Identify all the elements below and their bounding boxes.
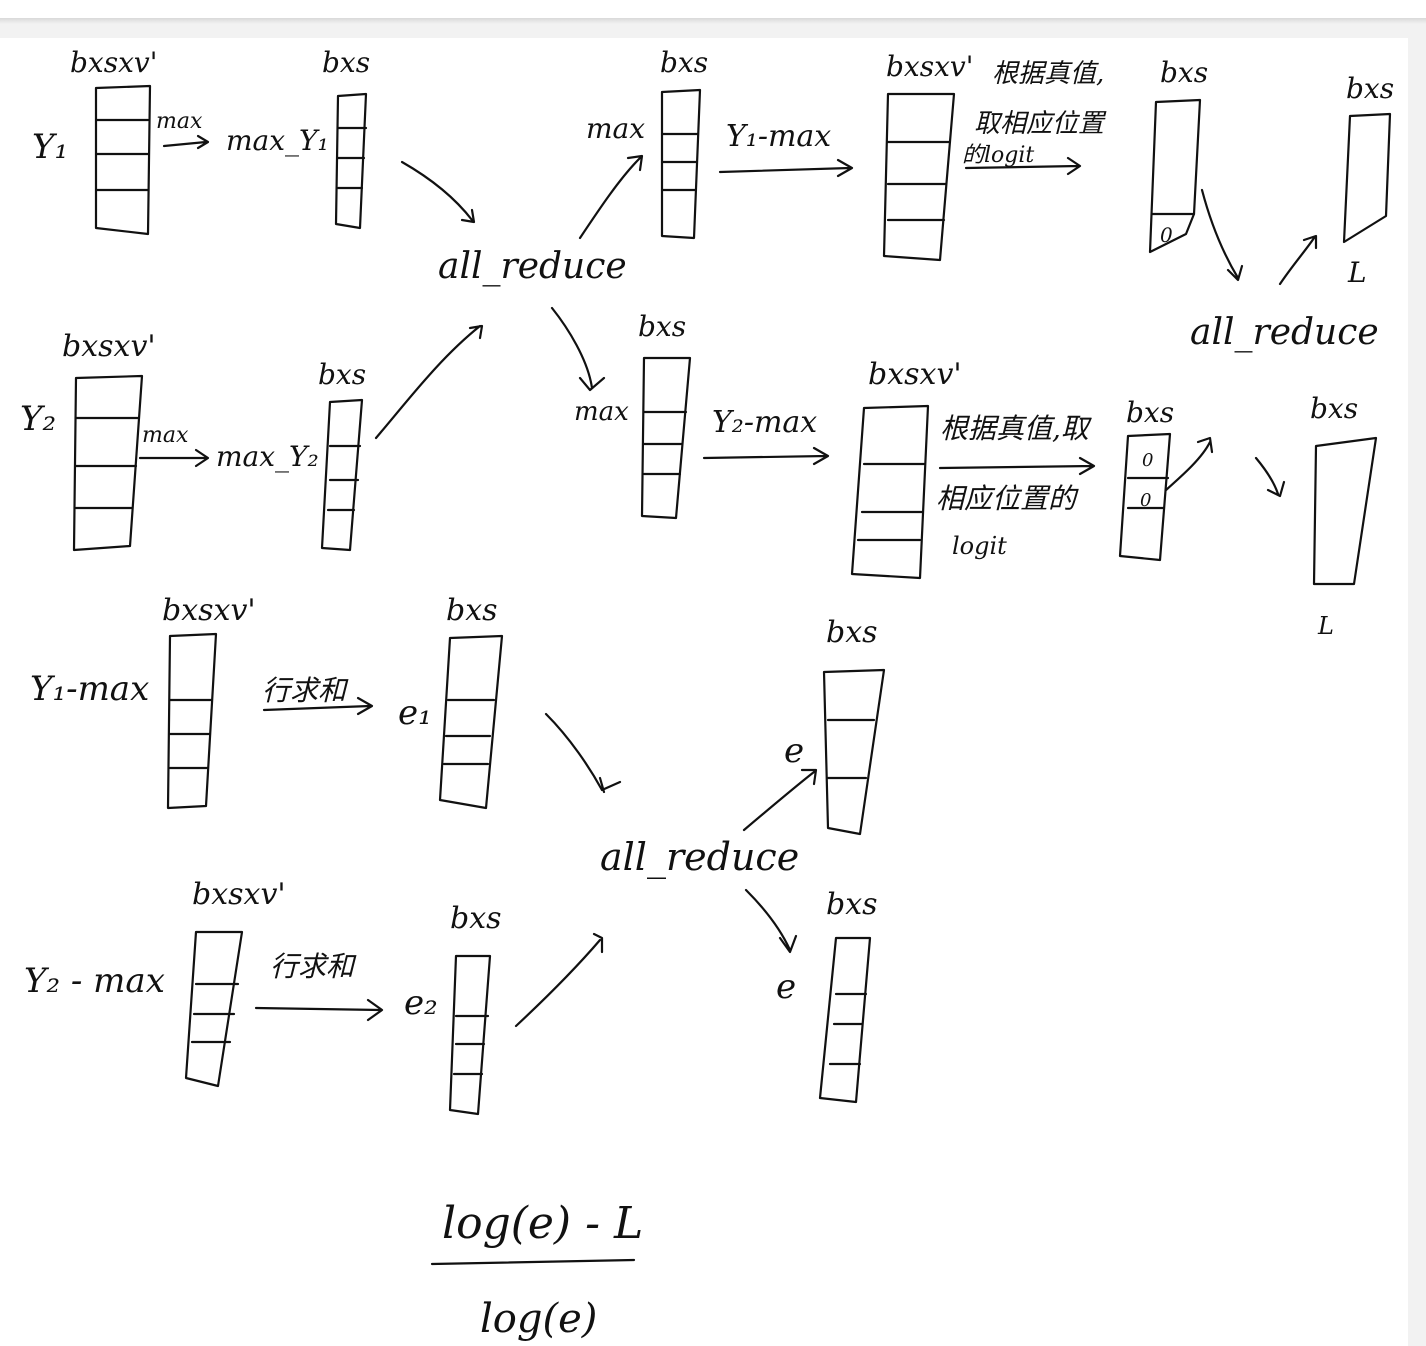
label-e1: e₁ bbox=[398, 693, 432, 733]
label-dim-big-r3: bxsxv' bbox=[162, 593, 256, 628]
arrow-to-allreduce-L2 bbox=[1164, 436, 1214, 492]
label-dim-small-r2b: bxs bbox=[638, 310, 686, 343]
tensor-small-max-y1 bbox=[334, 92, 368, 230]
arrow-from-allreduce-3 bbox=[742, 768, 818, 832]
label-max-op-r2: max bbox=[142, 423, 189, 448]
arrow-to-allreduce-L bbox=[1200, 188, 1244, 282]
formula-numerator: log(e) - L bbox=[442, 1198, 643, 1249]
label-dim-small-r2d: bxs bbox=[1310, 392, 1358, 425]
handwritten-diagram: Y₁ bxsxv' max max_Y₁ bxs all_reduce max … bbox=[20, 46, 1394, 1342]
arrow-from-allreduce-L bbox=[1278, 234, 1318, 286]
arrow-to-allreduce-1 bbox=[400, 160, 476, 224]
label-y2-minus-max-r4: Y₂ - max bbox=[24, 961, 165, 1001]
note-gather-1-line1: 根据真值, bbox=[992, 59, 1104, 89]
arrow-sub-1 bbox=[718, 158, 854, 178]
label-dim-big-r2b: bxsxv' bbox=[868, 357, 962, 392]
label-e-r3: e bbox=[784, 731, 804, 771]
whiteboard-canvas[interactable]: Y₁ bxsxv' max max_Y₁ bxs all_reduce max … bbox=[0, 38, 1408, 1346]
tensor-L-2 bbox=[1312, 436, 1378, 586]
tensor-e-sum bbox=[822, 668, 886, 836]
arrow-to-allreduce-3 bbox=[544, 712, 622, 794]
label-dim-small-2: bxs bbox=[660, 46, 708, 79]
label-row-sum-r4: 行求和 bbox=[270, 950, 357, 983]
label-dim-small-3: bxs bbox=[1160, 56, 1208, 89]
note-gather-1-line2: 取相应位置 bbox=[974, 109, 1107, 139]
label-y1: Y₁ bbox=[32, 127, 68, 167]
label-y2-minus-max: Y₂-max bbox=[712, 405, 817, 440]
label-dim-big-r2: bxsxv' bbox=[62, 329, 156, 364]
tensor-block-r3 bbox=[166, 632, 218, 810]
tensor-e2 bbox=[448, 954, 492, 1116]
page-top-bar bbox=[0, 0, 1426, 18]
cell-zero-2b: 0 bbox=[1140, 490, 1151, 511]
label-dim-big-2: bxsxv' bbox=[886, 50, 973, 83]
label-max-y2: max_Y₂ bbox=[216, 440, 319, 473]
label-e2: e₂ bbox=[404, 983, 438, 1023]
page-shadow bbox=[0, 18, 1426, 24]
arrow-row-sum-r4 bbox=[254, 998, 384, 1022]
label-dim-small-r3b: bxs bbox=[826, 615, 878, 650]
arrow-gather-2 bbox=[938, 456, 1096, 476]
label-L-1: L bbox=[1347, 256, 1367, 289]
note-gather-2-line2: 相应位置的 bbox=[936, 482, 1079, 515]
arrow-from-allreduce-2 bbox=[550, 306, 606, 392]
label-dim-small-r2c: bxs bbox=[1126, 396, 1174, 429]
label-e-out: e bbox=[776, 967, 796, 1007]
note-gather-2-line1: 根据真值,取 bbox=[940, 412, 1093, 445]
arrow-row-sum-r3 bbox=[262, 696, 374, 716]
tensor-block-y2 bbox=[72, 374, 144, 552]
cell-zero-2a: 0 bbox=[1142, 450, 1153, 471]
label-y1-minus-max: Y₁-max bbox=[726, 119, 831, 154]
label-dim-small-r3: bxs bbox=[446, 593, 498, 628]
tensor-block-shifted-1 bbox=[882, 92, 956, 262]
label-max-2: max bbox=[586, 112, 645, 145]
label-dim-small-r4b: bxs bbox=[826, 887, 878, 922]
label-dim-small-r2: bxs bbox=[318, 358, 366, 391]
label-L-2: L bbox=[1317, 612, 1334, 640]
tensor-e-out bbox=[818, 936, 872, 1104]
tensor-logit-1 bbox=[1148, 98, 1202, 254]
label-row-sum-r3: 行求和 bbox=[262, 674, 349, 707]
label-dim-small-r4: bxs bbox=[450, 901, 502, 936]
label-max-r2b: max bbox=[574, 397, 629, 427]
label-y2: Y₂ bbox=[20, 399, 56, 439]
tensor-block-r4 bbox=[184, 930, 244, 1088]
label-all-reduce-1: all_reduce bbox=[438, 246, 627, 287]
label-all-reduce-3: all_reduce bbox=[600, 835, 799, 880]
label-dim-small-4: bxs bbox=[1346, 72, 1394, 105]
arrow-to-allreduce-2 bbox=[374, 324, 484, 440]
arrow-from-allreduce-4 bbox=[744, 888, 798, 954]
arrow-to-allreduce-4 bbox=[514, 932, 604, 1028]
cell-zero-1: 0 bbox=[1160, 223, 1173, 247]
arrow-sub-2 bbox=[702, 446, 830, 466]
arrow-from-allreduce-1 bbox=[578, 154, 644, 240]
label-y1-minus-max-r3: Y₁-max bbox=[30, 669, 149, 709]
tensor-block-shifted-2 bbox=[850, 404, 930, 580]
label-dim-big-r4: bxsxv' bbox=[192, 877, 286, 912]
arrow-from-allreduce-L2 bbox=[1254, 456, 1286, 498]
label-max-op: max bbox=[156, 109, 203, 134]
tensor-small-max-y2 bbox=[320, 398, 364, 552]
label-max-y1: max_Y₁ bbox=[226, 124, 329, 157]
arrow-max bbox=[162, 134, 210, 150]
arrow-gather-1 bbox=[964, 156, 1082, 176]
note-gather-1-line3: 的logit bbox=[962, 143, 1034, 168]
tensor-logit-2 bbox=[1118, 432, 1172, 562]
label-dim-big: bxsxv' bbox=[70, 46, 157, 79]
note-gather-2-line3: logit bbox=[952, 532, 1007, 560]
tensor-L-1 bbox=[1342, 112, 1392, 244]
fraction-bar bbox=[430, 1258, 636, 1266]
tensor-block-y1 bbox=[94, 84, 152, 236]
tensor-e1 bbox=[438, 634, 504, 810]
label-dim-small: bxs bbox=[322, 46, 370, 79]
formula-denominator: log(e) bbox=[480, 1296, 597, 1342]
label-all-reduce-L: all_reduce bbox=[1190, 312, 1379, 353]
tensor-small-max-global-1 bbox=[660, 88, 702, 240]
arrow-max-r2 bbox=[138, 448, 210, 468]
tensor-small-max-global-2 bbox=[640, 356, 692, 520]
